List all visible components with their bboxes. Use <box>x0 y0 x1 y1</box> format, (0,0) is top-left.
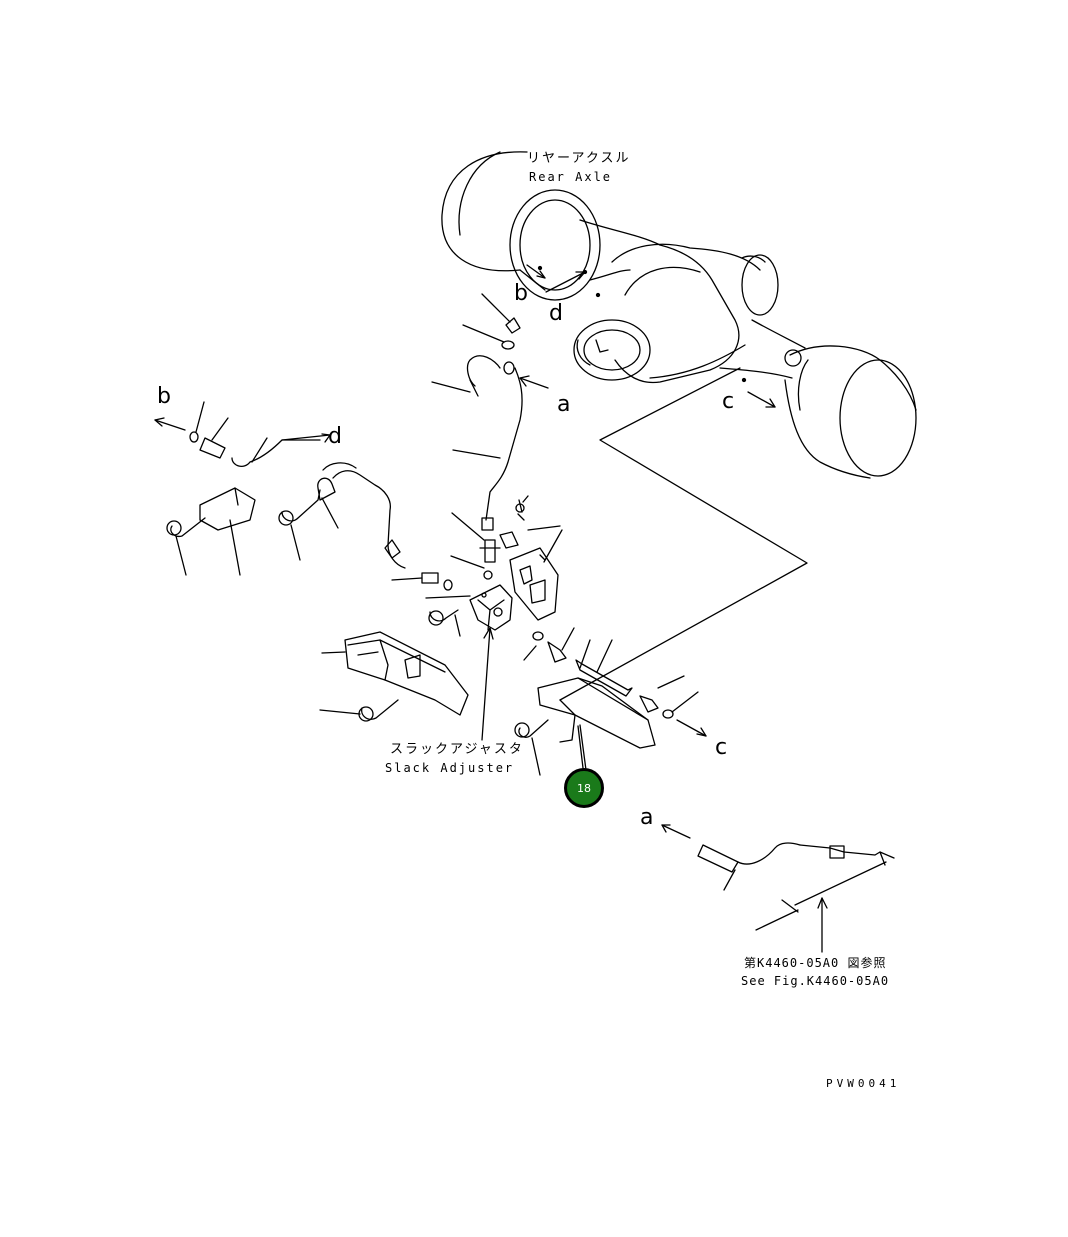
connection-letter-a-cable: a <box>640 805 654 830</box>
part-callout-18[interactable]: 18 <box>564 768 604 808</box>
slack-adjuster-jp-label: スラックアジャスタ <box>390 742 524 757</box>
valve-assembly <box>391 495 707 741</box>
connection-letter-c-right: c <box>715 735 728 760</box>
connection-letter-a-axle: a <box>557 392 571 417</box>
connection-letter-d-axle: d <box>549 301 563 326</box>
drawing-code: PVW0041 <box>826 1077 901 1090</box>
axle-brake-pipe <box>431 293 523 531</box>
left-brake-line <box>154 401 406 576</box>
parking-cable <box>661 824 895 953</box>
see-fig-en-label: See Fig.K4460-05A0 <box>741 974 890 988</box>
connection-letter-b-axle: b <box>514 281 528 306</box>
connection-letter-c-axle: c <box>722 389 735 414</box>
connection-letter-b-left: b <box>157 384 171 409</box>
rear-axle <box>441 151 917 479</box>
callout-leader <box>577 725 584 769</box>
connection-letter-d-left: d <box>328 424 342 449</box>
axle-connection-arrows <box>519 264 776 408</box>
slack-adjuster-en-label: Slack Adjuster <box>385 761 515 775</box>
see-fig-jp-label: 第K4460-05A0 図参照 <box>744 956 887 970</box>
mounting-bracket-left <box>319 631 469 722</box>
reference-line <box>559 367 808 701</box>
rear-axle-en-label: Rear Axle <box>529 170 613 184</box>
rear-axle-jp-label: リヤーアクスル <box>527 151 631 166</box>
mounting-bracket-right <box>514 677 656 776</box>
